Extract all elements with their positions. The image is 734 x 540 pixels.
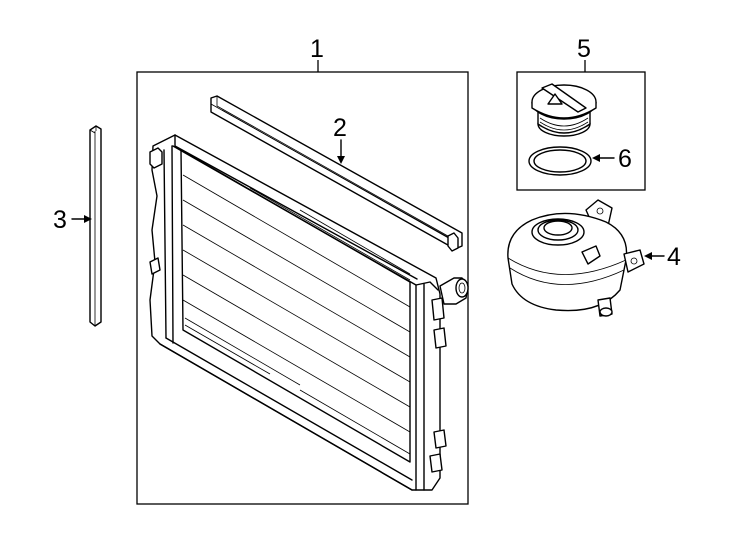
callout-1: 1 — [310, 35, 324, 63]
callout-3: 3 — [53, 206, 67, 234]
callout-4: 4 — [667, 243, 681, 271]
callout-5: 5 — [577, 35, 591, 63]
part-5-frame — [516, 60, 646, 191]
radiator[interactable] — [149, 134, 469, 491]
side-seal-strip[interactable] — [89, 125, 102, 327]
callout-2: 2 — [333, 114, 347, 142]
seal-ring[interactable] — [528, 146, 592, 176]
top-seal-strip[interactable] — [210, 95, 463, 252]
leader-lines — [71, 139, 665, 260]
callout-6: 6 — [618, 145, 632, 173]
coolant-reservoir[interactable] — [507, 199, 645, 317]
filler-cap[interactable] — [531, 83, 597, 137]
